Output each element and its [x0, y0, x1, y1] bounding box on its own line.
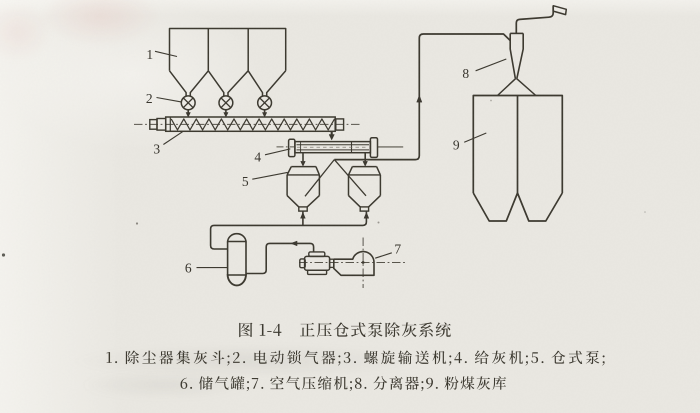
legend-line1-text: 1. 除尘器集灰斗;2. 电动锁气器;3. 螺旋输送机;4. 给灰机;5. 仓式… [101, 351, 498, 371]
legend-line2-text: 6. 储气罐;7. 空气压缩机;8. 分离器;9. 粉煤灰库 [207, 376, 485, 396]
figure-caption-text: 图 1-4 正压仓式泵除灰系统 [235, 322, 436, 346]
